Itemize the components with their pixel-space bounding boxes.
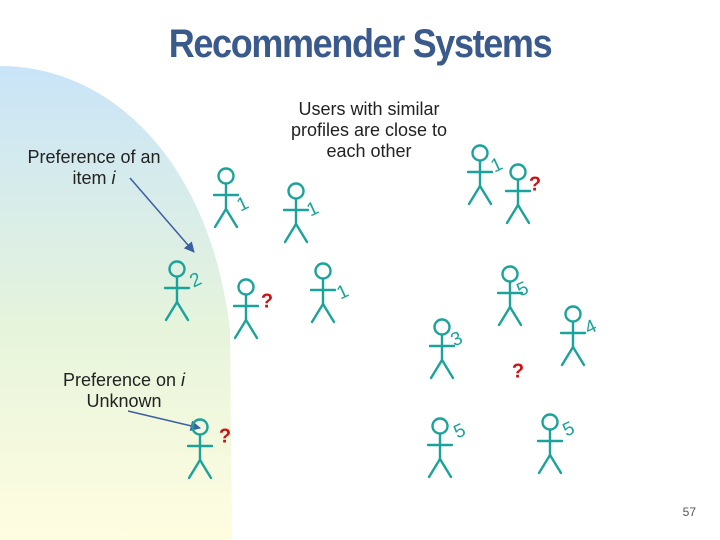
user-figure	[504, 163, 532, 225]
unknown-rating: ?	[512, 360, 524, 382]
unknown-rating: ?	[219, 425, 231, 447]
preference-unknown-label: Preference on i Unknown	[62, 370, 186, 411]
arrow-to-item-preference	[129, 177, 195, 253]
user-figure	[186, 418, 214, 480]
user-figure	[232, 278, 260, 340]
page-number: 57	[682, 505, 696, 519]
user-figure	[426, 417, 454, 479]
user-rating: 5	[514, 278, 532, 302]
user-figure	[309, 262, 337, 324]
user-figure	[212, 167, 240, 229]
unknown-rating: ?	[529, 173, 541, 195]
user-rating: 5	[451, 420, 469, 444]
user-figure	[496, 265, 524, 327]
unknown-rating: ?	[261, 290, 273, 312]
user-rating: 1	[304, 198, 322, 222]
user-rating: 1	[234, 193, 252, 217]
user-figure	[466, 144, 494, 206]
slide-title: Recommender Systems	[168, 22, 553, 66]
user-figure	[536, 413, 564, 475]
user-figure	[428, 318, 456, 380]
user-rating: 4	[582, 316, 601, 340]
user-figure	[163, 260, 191, 322]
user-rating: 5	[560, 418, 578, 442]
user-figure	[282, 182, 310, 244]
user-rating: 1	[334, 281, 352, 305]
user-rating: 3	[448, 328, 466, 352]
arrow-to-unknown-preference	[127, 410, 202, 431]
user-figure	[559, 305, 587, 367]
similar-profiles-label: Users with similar profiles are close to…	[290, 99, 448, 161]
preference-item-label: Preference of an item i	[27, 147, 161, 188]
user-rating: 1	[488, 154, 506, 178]
